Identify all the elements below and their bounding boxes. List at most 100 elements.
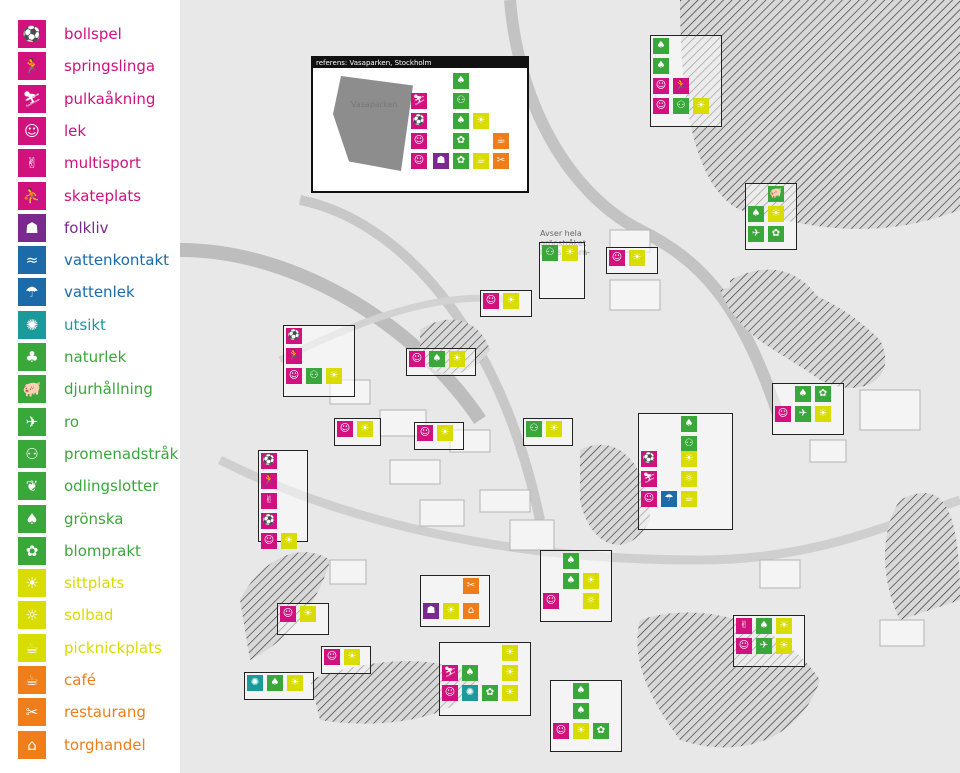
flower-icon: ✿ — [18, 536, 46, 565]
walking-icon: ⚇ — [526, 421, 542, 437]
sledding-icon: ⛷ — [442, 665, 458, 681]
seating-icon: ☀ — [693, 98, 709, 114]
skate-icon: ⛹ — [18, 181, 46, 210]
flower-icon: ✿ — [768, 226, 784, 242]
seating-icon: ☀ — [443, 603, 459, 619]
crowd-icon: ☗ — [423, 603, 439, 619]
legend-item-10: ♣ naturlek — [18, 343, 126, 371]
activity-cluster[interactable]: ⚽🏃✌⚽☺☀ — [258, 450, 308, 549]
seating-icon: ☀ — [502, 665, 518, 681]
legend-item-22: ⌂torghandel — [18, 730, 146, 759]
market-icon: ⌂ — [463, 603, 479, 619]
ball-game-icon: ⚽ — [411, 113, 427, 129]
seating-icon: ☀ — [287, 675, 303, 691]
legend-label: solbad — [64, 606, 114, 625]
seating-icon: ☀ — [573, 723, 589, 739]
hatched-area — [680, 0, 960, 229]
map[interactable]: referens: Vasaparken, Stockholm Vasapark… — [180, 0, 960, 773]
play-icon: ☺ — [609, 250, 625, 266]
activity-cluster[interactable]: ♠⚇☀⚽⛷☼☕☺☂ — [638, 413, 733, 530]
legend-label: sittplats — [64, 574, 125, 593]
activity-cluster[interactable]: ☺☀ — [414, 422, 464, 450]
tree-icon: ♠ — [573, 703, 589, 719]
multisport-icon: ✌ — [18, 149, 46, 178]
cafe-icon: ☕ — [18, 666, 46, 694]
activity-cluster[interactable]: ⚇☀ — [523, 418, 573, 446]
seating-icon: ☀ — [502, 645, 518, 661]
seating-icon: ☀ — [326, 368, 342, 384]
activity-cluster[interactable]: ✌♠☀☺✈☀ — [733, 615, 805, 667]
play-icon: ☺ — [261, 533, 277, 549]
legend-label: pulkaåkning — [64, 89, 156, 108]
legend-label: vattenkontakt — [64, 251, 170, 270]
water-contact-icon: ≈ — [18, 246, 46, 275]
running-icon: 🏃 — [286, 348, 302, 364]
cafe-icon: ☕ — [493, 133, 509, 149]
tree-icon: ♠ — [18, 504, 46, 533]
tree-icon: ♠ — [681, 416, 697, 432]
activity-cluster[interactable]: ☺☀ — [334, 418, 381, 446]
activity-cluster[interactable]: ♠♠☺🏃⚇☀☺ — [650, 35, 722, 127]
play-icon: ☺ — [775, 406, 791, 422]
legend-label: restaurang — [64, 703, 146, 722]
walking-icon: ⚇ — [306, 368, 322, 384]
seating-icon: ☀ — [357, 421, 373, 437]
seating-icon: ☀ — [473, 113, 489, 129]
water-play-icon: ☂ — [661, 491, 677, 507]
legend-label: café — [64, 671, 96, 689]
seating-icon: ☀ — [629, 250, 645, 266]
tree-icon: ♠ — [267, 675, 283, 691]
flower-icon: ✿ — [453, 153, 469, 169]
legend-label: lek — [64, 121, 87, 140]
multisport-icon: ✌ — [261, 493, 277, 509]
legend-item-21: ✂ restaurang — [18, 698, 146, 727]
legend-label: ro — [64, 412, 80, 431]
play-icon: ☺ — [553, 723, 569, 739]
flower-icon: ✿ — [593, 723, 609, 739]
activity-cluster[interactable]: ✂☗☀⌂ — [420, 575, 490, 627]
flower-icon: ✿ — [453, 133, 469, 149]
play-icon: ☺ — [653, 98, 669, 114]
ball-game-icon: ⚽ — [286, 328, 302, 344]
seating-icon: ☀ — [300, 606, 316, 622]
activity-cluster[interactable]: ⚽🏃☺⚇☀ — [283, 325, 355, 397]
play-icon: ☺ — [18, 116, 46, 145]
legend-item-13: ⚇promenadstråk — [18, 439, 178, 468]
activity-cluster[interactable]: 🐖♠☀✈✿ — [745, 183, 797, 250]
play-icon: ☺ — [653, 78, 669, 94]
flower-icon: ✿ — [482, 685, 498, 701]
picnic-icon: ☕ — [681, 491, 697, 507]
play-icon: ☺ — [483, 293, 499, 309]
legend-label: vattenlek — [64, 283, 135, 302]
activity-cluster[interactable]: ⚇☀ — [539, 242, 585, 299]
nature-play-icon: ♣ — [18, 343, 46, 371]
sunbathing-icon: ☼ — [583, 593, 599, 609]
market-icon: ⌂ — [18, 730, 46, 759]
seating-icon: ☀ — [562, 245, 578, 261]
road — [217, 455, 960, 565]
activity-cluster[interactable]: ☺☀ — [606, 247, 658, 274]
activity-cluster[interactable]: ✺♠☀ — [244, 672, 314, 700]
play-icon: ☺ — [442, 685, 458, 701]
activity-cluster[interactable]: ♠✿☺✈☀ — [772, 383, 844, 435]
legend-item-20: ☕ café — [18, 666, 96, 694]
activity-cluster[interactable]: ☺♠☀ — [406, 348, 476, 376]
activity-cluster[interactable]: ☀⛷♠☀☺✺✿☀ — [439, 642, 531, 716]
legend-label: naturlek — [64, 348, 127, 366]
play-icon: ☺ — [736, 638, 752, 654]
tree-icon: ♠ — [563, 553, 579, 569]
bird-icon: ✈ — [748, 226, 764, 242]
hatched-area — [730, 269, 820, 315]
activity-cluster[interactable]: ♠♠☺☀✿ — [550, 680, 622, 752]
tree-icon: ♠ — [462, 665, 478, 681]
activity-cluster[interactable]: ♠♠☀☺☼ — [540, 550, 612, 622]
running-icon: 🏃 — [261, 473, 277, 489]
legend-label: djurhållning — [64, 380, 153, 399]
activity-cluster[interactable]: ☺☀ — [277, 603, 329, 635]
activity-cluster[interactable]: ☺☀ — [480, 290, 532, 317]
activity-cluster[interactable]: ☺☀ — [321, 646, 371, 674]
restaurant-icon: ✂ — [18, 698, 46, 727]
legend-item-19: ☕picknickplats — [18, 633, 162, 662]
play-icon: ☺ — [543, 593, 559, 609]
legend-item-7: ≈ vattenkontakt — [18, 246, 170, 275]
